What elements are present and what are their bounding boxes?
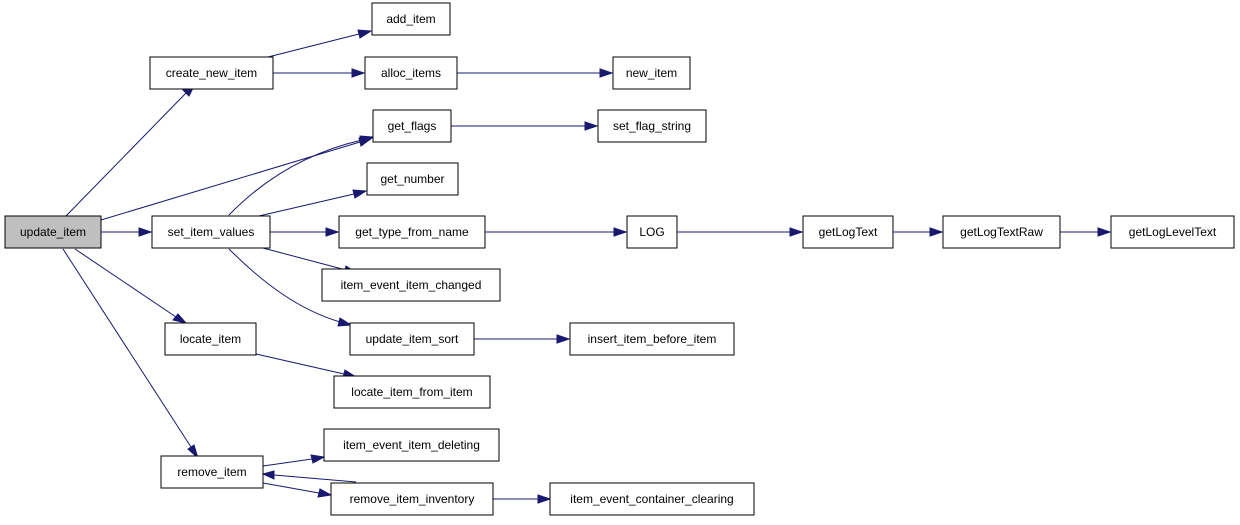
edge-remove_item-to-item_event_item_deleting xyxy=(262,454,326,467)
edge-set_item_values-to-get_type_from_name xyxy=(270,227,340,237)
edge-getLogText-to-getLogTextRaw xyxy=(893,227,944,237)
edge-create_new_item-to-alloc_items xyxy=(273,68,366,78)
edge-update_item-to-create_new_item xyxy=(65,82,197,217)
edge-update_item-to-locate_item xyxy=(74,248,188,324)
node-label: add_item xyxy=(386,12,435,26)
node-alloc_items[interactable]: alloc_items xyxy=(364,56,458,90)
node-remove_item_inventory[interactable]: remove_item_inventory xyxy=(330,482,494,516)
node-label: locate_item xyxy=(180,332,241,346)
node-label: alloc_items xyxy=(381,66,441,80)
node-label: new_item xyxy=(626,66,677,80)
node-insert_item_before_item[interactable]: insert_item_before_item xyxy=(569,322,735,356)
edge-alloc_items-to-new_item xyxy=(457,68,614,78)
node-set_item_values[interactable]: set_item_values xyxy=(151,215,271,249)
node-get_number[interactable]: get_number xyxy=(366,162,459,196)
node-update_item[interactable]: update_item xyxy=(4,215,102,249)
edge-update_item-to-remove_item xyxy=(62,248,200,460)
node-label: getLogLevelText xyxy=(1129,225,1217,239)
node-label: remove_item_inventory xyxy=(350,492,475,506)
edge-LOG-to-getLogText xyxy=(677,227,804,237)
node-update_item_sort[interactable]: update_item_sort xyxy=(349,322,475,356)
node-getLogTextRaw[interactable]: getLogTextRaw xyxy=(942,215,1061,249)
node-label: getLogText xyxy=(819,225,878,239)
edge-set_item_values-to-get_flags xyxy=(228,135,375,216)
edge-get_flags-to-set_flag_string xyxy=(451,121,599,131)
node-get_type_from_name[interactable]: get_type_from_name xyxy=(338,215,486,249)
node-label: set_item_values xyxy=(168,225,255,239)
node-label: item_event_item_changed xyxy=(341,278,482,292)
node-label: create_new_item xyxy=(166,66,257,80)
node-label: get_type_from_name xyxy=(355,225,469,239)
node-label: item_event_container_clearing xyxy=(570,492,733,506)
edge-set_item_values-to-get_number xyxy=(258,189,368,217)
node-getLogLevelText[interactable]: getLogLevelText xyxy=(1110,215,1235,249)
node-remove_item[interactable]: remove_item xyxy=(160,455,264,489)
edge-remove_item_inventory-to-item_event_container_clearing xyxy=(493,494,552,504)
node-LOG[interactable]: LOG xyxy=(626,215,678,249)
node-getLogText[interactable]: getLogText xyxy=(802,215,894,249)
node-label: set_flag_string xyxy=(613,119,691,133)
node-label: LOG xyxy=(639,225,664,239)
node-label: insert_item_before_item xyxy=(588,332,717,346)
node-label: remove_item xyxy=(177,465,246,479)
node-new_item[interactable]: new_item xyxy=(612,56,691,90)
node-add_item[interactable]: add_item xyxy=(371,2,451,36)
node-label: update_item_sort xyxy=(366,332,459,346)
node-item_event_item_deleting[interactable]: item_event_item_deleting xyxy=(323,428,500,462)
node-locate_item_from_item[interactable]: locate_item_from_item xyxy=(333,375,491,409)
node-item_event_container_clearing[interactable]: item_event_container_clearing xyxy=(549,482,755,516)
node-label: locate_item_from_item xyxy=(351,385,472,399)
node-item_event_item_changed[interactable]: item_event_item_changed xyxy=(321,268,501,302)
node-locate_item[interactable]: locate_item xyxy=(164,322,257,356)
edge-locate_item-to-locate_item_from_item xyxy=(255,353,358,379)
node-get_flags[interactable]: get_flags xyxy=(372,109,452,143)
edge-update_item_sort-to-insert_item_before_item xyxy=(474,334,571,344)
edge-set_item_values-to-update_item_sort xyxy=(228,248,353,327)
node-label: getLogTextRaw xyxy=(960,225,1043,239)
edge-get_type_from_name-to-LOG xyxy=(485,227,628,237)
node-label: update_item xyxy=(20,225,86,239)
node-label: get_flags xyxy=(388,119,437,133)
edge-remove_item_inventory-to-remove_item xyxy=(261,470,357,483)
node-create_new_item[interactable]: create_new_item xyxy=(149,56,274,90)
edge-getLogTextRaw-to-getLogLevelText xyxy=(1060,227,1112,237)
edge-create_new_item-to-add_item xyxy=(267,29,373,58)
edge-update_item-to-set_item_values xyxy=(101,227,153,237)
node-layer: update_item create_new_item add_item all… xyxy=(4,2,1235,516)
node-label: item_event_item_deleting xyxy=(343,438,480,452)
edge-remove_item-to-remove_item_inventory xyxy=(262,482,333,498)
node-set_flag_string[interactable]: set_flag_string xyxy=(597,109,707,143)
edge-layer xyxy=(62,29,1112,504)
node-label: get_number xyxy=(380,172,444,186)
